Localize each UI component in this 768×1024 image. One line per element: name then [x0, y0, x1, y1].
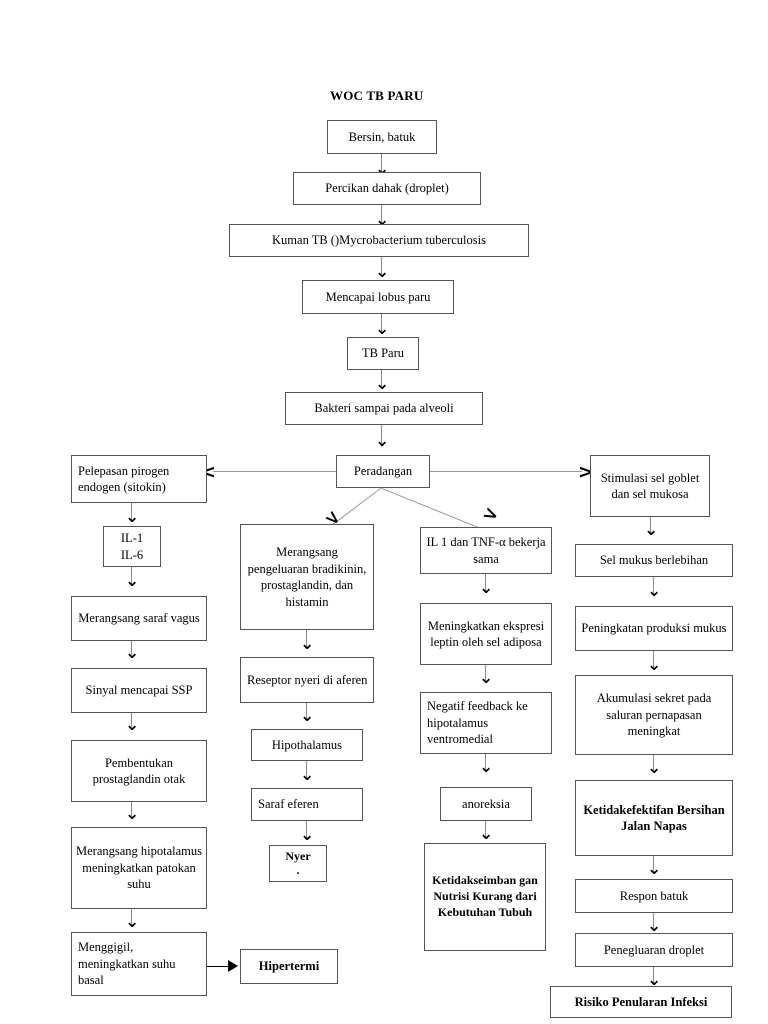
node-bersin-batuk[interactable]: Bersin, batuk: [327, 120, 437, 154]
arrow-down-icon: ⌄: [125, 912, 140, 932]
node-pengeluaran-droplet[interactable]: Penegluaran droplet: [575, 933, 733, 967]
arrow-right-icon: [228, 960, 238, 972]
arrow-down-icon: ⌄: [647, 859, 662, 879]
connector-R5-R6: [653, 856, 654, 873]
arrow-down-icon: ⌄: [479, 578, 494, 598]
node-pembentukan-prostaglandin-otak[interactable]: Pembentukan prostaglandin otak: [71, 740, 207, 802]
node-saraf-eferen[interactable]: Saraf eferen: [251, 788, 363, 821]
connector-peradangan-left: [213, 471, 336, 472]
connector-R2-R3: [653, 577, 654, 595]
arrow-down-icon: ⌄: [375, 374, 390, 394]
node-stimulasi-sel-goblet[interactable]: Stimulasi sel goblet dan sel mukosa: [590, 455, 710, 517]
arrow-down-icon: ⌄: [300, 706, 315, 726]
connector-L4-L5: [131, 713, 132, 727]
node-kuman-tb[interactable]: Kuman TB ()Mycrobacterium tuberculosis: [229, 224, 529, 257]
connector-C1-C2: [485, 574, 486, 592]
node-hipertermi[interactable]: Hipertermi: [240, 949, 338, 984]
arrow-down-icon: ⌄: [300, 825, 315, 845]
connector-R7-R8: [653, 967, 654, 983]
node-peningkatan-produksi-mukus[interactable]: Peningkatan produksi mukus: [575, 606, 733, 651]
connector-n1-n2: [381, 154, 382, 174]
arrow-down-icon: ⌄: [375, 431, 390, 451]
arrow-down-icon: ⌄: [647, 758, 662, 778]
node-akumulasi-sekret[interactable]: Akumulasi sekret pada saluran pernapasan…: [575, 675, 733, 755]
node-il1-tnf-alpha[interactable]: IL 1 dan TNF-α bekerja sama: [420, 527, 552, 574]
node-menggigil[interactable]: Menggigil, meningkatkan suhu basal: [71, 932, 207, 996]
node-reseptor-nyeri-aferen[interactable]: Reseptor nyeri di aferen: [240, 657, 374, 703]
node-anoreksia[interactable]: anoreksia: [440, 787, 532, 821]
node-mencapai-lobus-paru[interactable]: Mencapai lobus paru: [302, 280, 454, 314]
node-ketidakseimbangan-nutrisi[interactable]: Ketidakseimban gan Nutrisi Kurang dari K…: [424, 843, 546, 951]
node-peradangan[interactable]: Peradangan: [336, 455, 430, 488]
connector-n4-n5: [381, 314, 382, 334]
node-il1-il6[interactable]: IL-1 IL-6: [103, 526, 161, 567]
arrow-down-icon: ⌄: [125, 643, 140, 663]
arrow-down-icon: ⌄: [647, 916, 662, 936]
arrow-down-icon: ⌄: [479, 668, 494, 688]
arrow-down-icon: ⌄: [125, 804, 140, 824]
arrow-down-icon: ⌄: [125, 507, 140, 527]
connector-n6-n7: [381, 425, 382, 447]
connector-n2-n3: [381, 205, 382, 225]
node-merangsang-pengeluaran[interactable]: Merangsang pengeluaran bradikinin, prost…: [240, 524, 374, 630]
connector-n5-n6: [381, 370, 382, 389]
node-tb-paru[interactable]: TB Paru: [347, 337, 419, 370]
arrow-down-icon: ⌄: [125, 715, 140, 735]
connector-C2-C3: [485, 665, 486, 682]
node-hipothalamus[interactable]: Hipothalamus: [251, 729, 363, 761]
node-merangsang-saraf-vagus[interactable]: Merangsang saraf vagus: [71, 596, 207, 641]
node-nyeri[interactable]: Nyer .: [269, 845, 327, 882]
connector-R1-R2: [650, 517, 651, 534]
node-sinyal-mencapai-ssp[interactable]: Sinyal mencapai SSP: [71, 668, 207, 713]
connector-peradangan-downright: [381, 488, 486, 531]
arrow-downright-icon: >: [479, 501, 503, 528]
arrow-down-icon: ⌄: [375, 319, 390, 339]
connector-R6-R7: [653, 913, 654, 930]
node-respon-batuk[interactable]: Respon batuk: [575, 879, 733, 913]
arrow-down-icon: ⌄: [125, 571, 140, 591]
node-risiko-penularan-infeksi[interactable]: Risiko Penularan Infeksi: [550, 986, 732, 1018]
connector-C4-C5: [485, 821, 486, 838]
connector-L3-L4: [131, 641, 132, 655]
connector-L2-L3: [131, 567, 132, 585]
arrow-down-icon: ⌄: [479, 824, 494, 844]
arrow-right-icon: >: [578, 461, 594, 483]
connector-M3-M4: [306, 761, 307, 779]
node-ketidakefektifan-bersihan-jalan-napas[interactable]: Ketidakefektifan Bersihan Jalan Napas: [575, 780, 733, 856]
arrow-down-icon: ⌄: [647, 970, 662, 990]
arrow-down-icon: ⌄: [644, 520, 659, 540]
node-merangsang-hipotalamus[interactable]: Merangsang hipotalamus meningkatkan pato…: [71, 827, 207, 909]
arrow-down-icon: ⌄: [300, 634, 315, 654]
node-percikan-dahak[interactable]: Percikan dahak (droplet): [293, 172, 481, 205]
node-sel-mukus-berlebihan[interactable]: Sel mukus berlebihan: [575, 544, 733, 577]
connector-C3-C4: [485, 754, 486, 771]
arrow-down-icon: ⌄: [647, 655, 662, 675]
connector-L1-L2: [131, 503, 132, 521]
connector-M1-M2: [306, 630, 307, 648]
connector-L5-L6: [131, 802, 132, 817]
node-meningkatkan-leptin[interactable]: Meningkatkan ekspresi leptin oleh sel ad…: [420, 603, 552, 665]
arrow-down-icon: ⌄: [647, 581, 662, 601]
connector-n3-n4: [381, 257, 382, 277]
arrow-down-icon: ⌄: [375, 262, 390, 282]
connector-R4-R5: [653, 755, 654, 772]
arrow-down-icon: ⌄: [300, 765, 315, 785]
node-pelepasan-pirogen[interactable]: Pelepasan pirogen endogen (sitokin): [71, 455, 207, 503]
node-bakteri-alveoli[interactable]: Bakteri sampai pada alveoli: [285, 392, 483, 425]
connector-M4-M5: [306, 821, 307, 839]
connector-peradangan-right: [430, 471, 582, 472]
connector-M2-M3: [306, 703, 307, 720]
page-title: WOC TB PARU: [330, 88, 424, 103]
connector-L7-L8: [207, 966, 233, 967]
connector-R3-R4: [653, 651, 654, 669]
connector-L6-L7: [131, 909, 132, 925]
node-negatif-feedback[interactable]: Negatif feedback ke hipotalamus ventrome…: [420, 692, 552, 754]
arrow-down-icon: ⌄: [479, 757, 494, 777]
